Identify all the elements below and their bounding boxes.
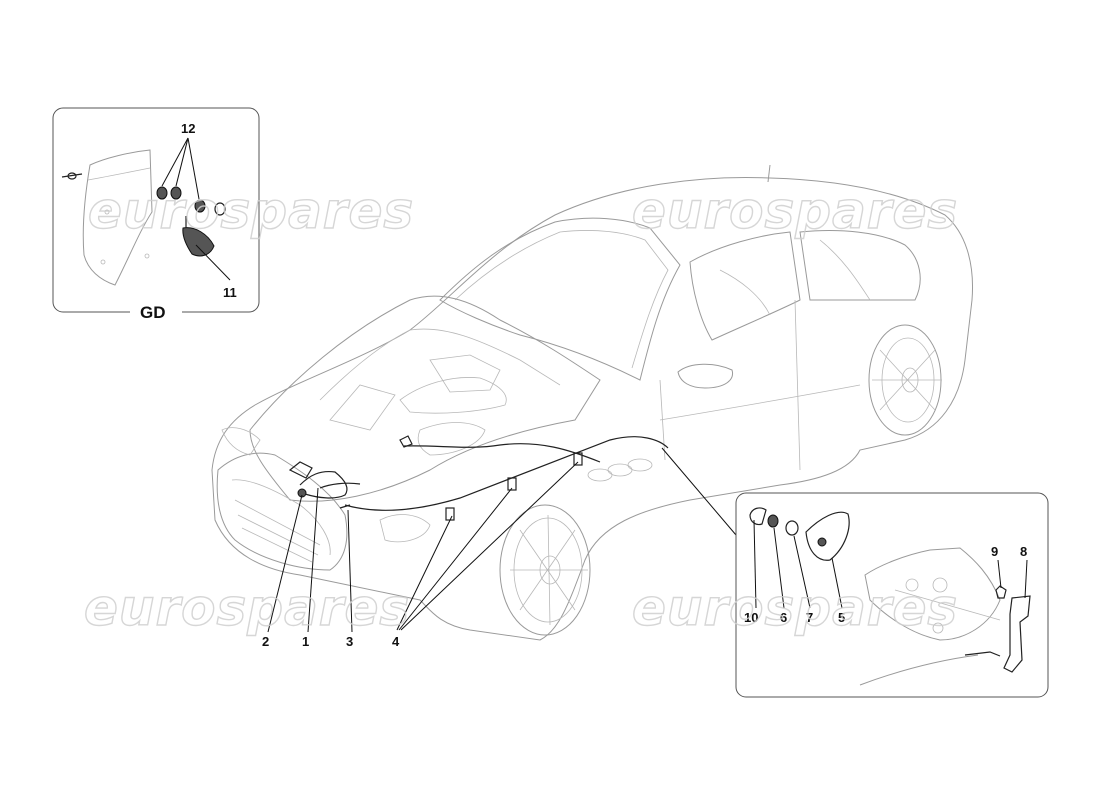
callout-11: 11 — [223, 285, 237, 300]
callout-10: 10 — [744, 610, 758, 625]
callout-9: 9 — [991, 544, 998, 559]
main-leader-lines — [267, 447, 737, 633]
callout-6: 6 — [780, 610, 787, 625]
main-callouts: 2 1 3 4 — [262, 634, 400, 649]
car-illustration — [211, 164, 974, 641]
watermark-3: eurospares — [84, 579, 410, 637]
hood-release-cable-assembly — [288, 435, 669, 521]
callout-8: 8 — [1020, 544, 1027, 559]
callout-2: 2 — [262, 634, 269, 649]
inset-gd: GD 12 11 — [52, 107, 260, 322]
watermark-1: eurospares — [88, 182, 414, 240]
watermark-2: eurospares — [632, 182, 958, 240]
callout-7: 7 — [806, 610, 813, 625]
callout-5: 5 — [838, 610, 845, 625]
callout-3: 3 — [346, 634, 353, 649]
watermark-4: eurospares — [632, 579, 958, 637]
inset-detail: 10 6 7 5 9 8 — [735, 492, 1049, 698]
inset-caption: GD — [140, 303, 166, 322]
callout-1: 1 — [302, 634, 309, 649]
callout-4: 4 — [392, 634, 400, 649]
watermarks: eurospares eurospares eurospares eurospa… — [83, 181, 958, 637]
callout-12: 12 — [181, 121, 195, 136]
